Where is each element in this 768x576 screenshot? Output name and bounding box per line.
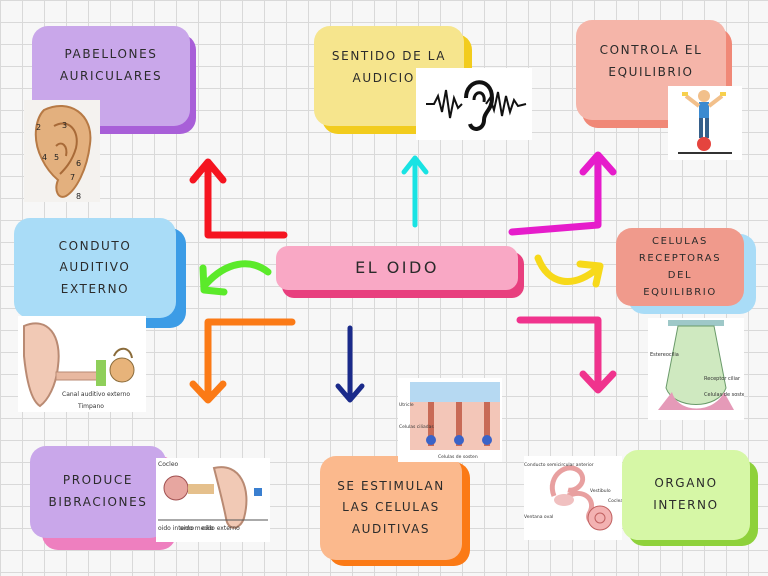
center-title[interactable]: EL OIDO (276, 246, 518, 290)
pabellones-text: PABELLONES AURICULARES (59, 47, 163, 83)
sentido-node[interactable]: SENTIDO DE LA AUDICION (314, 26, 464, 126)
ear-num-6: 6 (76, 159, 81, 168)
inner-ear-image: Conducto semicircular anterior Vestibulo… (524, 456, 622, 540)
red-arrow (204, 161, 288, 239)
estimulan-node[interactable]: SE ESTIMULAN LAS CELULAS AUDITIVAS (320, 456, 462, 560)
hair-cells-label-utricle: Utricle (399, 402, 414, 408)
orange-arrow-head (189, 380, 227, 404)
conduto-text: CONDUTO AUDITIVO EXTERNO (58, 238, 132, 296)
red-arrow-head (189, 158, 227, 184)
middle-ear-image: Canal auditivo externo Timpano (18, 316, 146, 412)
green-arrow (202, 260, 272, 288)
ear-section-label-medio: oido medio (180, 525, 214, 532)
ear-num-5: 5 (54, 153, 59, 162)
inner-ear-label-conducto: Conducto semicircular anterior (524, 462, 594, 468)
balance-label-estereocilia: Estereocilia (650, 352, 679, 358)
yellow-arrow-head (576, 260, 604, 288)
conduto-node[interactable]: CONDUTO AUDITIVO EXTERNO (14, 218, 176, 318)
sentido-text: SENTIDO DE LA AUDICION (331, 49, 447, 85)
outer-ear-image: 2 3 4 5 6 7 8 (24, 100, 100, 202)
yellow-arrow (534, 254, 602, 285)
inner-ear-label-ventana: Ventana oval (524, 514, 553, 520)
controla-text: CONTROLA EL EQUILIBRIO (599, 43, 703, 79)
balance-receptor-image: Estereocilia Receptor ciliar Celulas de … (648, 318, 744, 420)
ear-num-8: 8 (76, 192, 81, 201)
ear-sound-icon (416, 68, 532, 140)
ear-section-label-coclea: Cocleo (158, 461, 179, 468)
balance-person-icon (668, 86, 742, 160)
organo-text: ORGANO INTERNO (653, 476, 719, 512)
organo-node[interactable]: ORGANO INTERNO (622, 450, 750, 540)
cyan-arrow-head (401, 155, 429, 175)
produce-text: PRODUCE BIBRACIONES (48, 473, 148, 509)
ear-num-7: 7 (70, 173, 75, 182)
ear-section-label-externo: oido externo (202, 525, 240, 532)
balance-label-sosten: Celulas de sosten (704, 392, 744, 398)
celulas-receptoras-text: CELULAS RECEPTORAS DEL EQUILIBRIO (638, 236, 722, 298)
hair-cells-image: Utricle Celulas ciliadas Celulas de sost… (398, 378, 502, 462)
magenta-arrow (508, 154, 602, 236)
celulas-receptoras-node[interactable]: CELULAS RECEPTORAS DEL EQUILIBRIO (616, 228, 744, 306)
ear-num-3: 3 (62, 121, 67, 130)
pink-arrow-head (579, 370, 617, 394)
orange-arrow (204, 318, 296, 402)
green-arrow-head (199, 264, 228, 296)
ear-num-2: 2 (36, 123, 41, 132)
center-title-text: EL OIDO (355, 257, 439, 277)
ear-num-4: 4 (42, 153, 47, 162)
estimulan-text: SE ESTIMULAN LAS CELULAS AUDITIVAS (337, 478, 445, 536)
hair-cells-label-ciliadas: Celulas ciliadas (399, 424, 434, 430)
balance-label-receptor: Receptor ciliar (704, 376, 741, 382)
middle-ear-label-timpano: Timpano (77, 403, 104, 410)
inner-ear-label-coclea: Coclea (608, 498, 622, 504)
middle-ear-label-canal: Canal auditivo externo (62, 391, 130, 398)
pink-arrow (516, 316, 602, 392)
ear-section-label-interno: oido interno (158, 525, 194, 532)
navy-arrow-head (335, 383, 365, 403)
magenta-arrow-head (579, 151, 617, 176)
inner-ear-label-vestibulo: Vestibulo (590, 488, 611, 494)
ear-section-image: Cocleo oido interno oido medio oido exte… (156, 458, 270, 542)
produce-node[interactable]: PRODUCE BIBRACIONES (30, 446, 166, 538)
hair-cells-label-sosten: Celulas de sosten (438, 454, 478, 460)
